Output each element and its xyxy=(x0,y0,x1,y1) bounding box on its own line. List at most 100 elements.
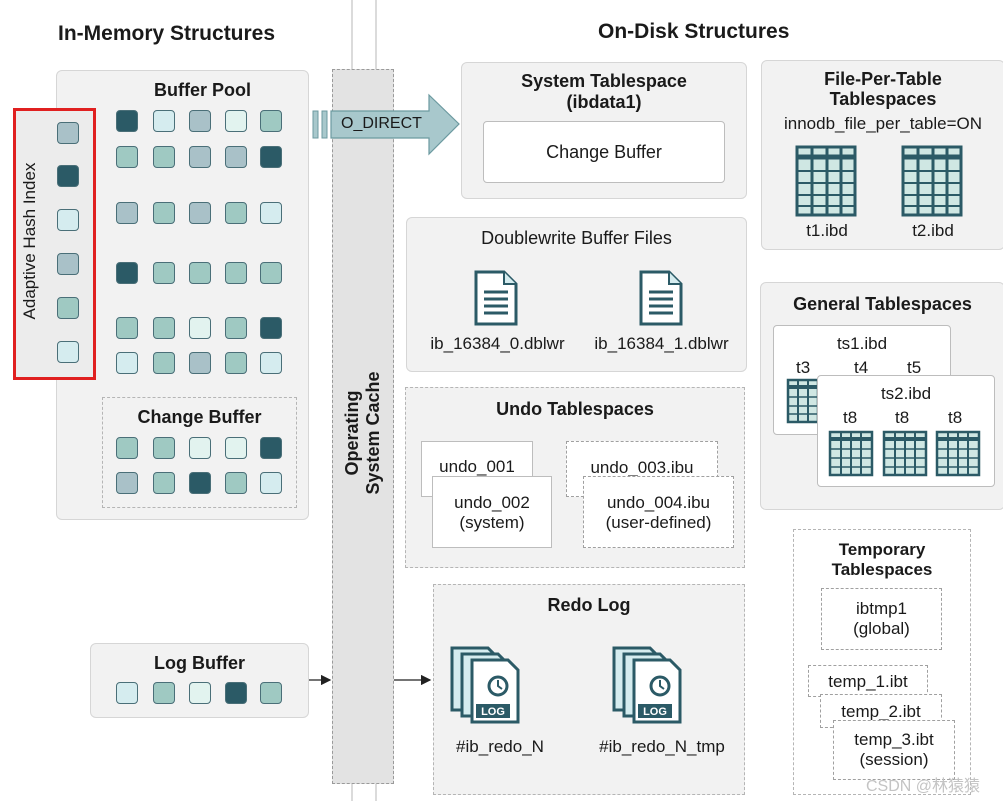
table-icon xyxy=(935,430,981,477)
hash-cell xyxy=(57,253,79,275)
system-tablespace-title: System Tablespace (ibdata1) xyxy=(462,71,746,113)
page-cell xyxy=(116,472,138,494)
temporary-tablespaces-title: Temporary Tablespaces xyxy=(794,540,970,580)
undo-002-box: undo_002 (system) xyxy=(432,476,552,548)
log-cell xyxy=(225,682,247,704)
hash-cell xyxy=(57,122,79,144)
page-cell xyxy=(116,110,138,132)
dblwr-file-1: ib_16384_0.dblwr xyxy=(430,334,565,353)
log-file-stack-icon xyxy=(612,646,682,724)
os-cache-panel xyxy=(332,69,394,784)
undo-004-type: (user-defined) xyxy=(605,513,712,532)
temp-1-box: temp_1.ibt xyxy=(808,665,928,697)
fpt-file-2: t2.ibd xyxy=(912,221,954,240)
log-cell xyxy=(153,682,175,704)
file-per-table-title-line2: Tablespaces xyxy=(829,89,937,109)
on-disk-header: On-Disk Structures xyxy=(598,20,790,43)
page-cell xyxy=(260,262,282,284)
undo-004-box: undo_004.ibu (user-defined) xyxy=(583,476,734,548)
doublewrite-title: Doublewrite Buffer Files xyxy=(481,228,672,248)
in-memory-header: In-Memory Structures xyxy=(58,22,276,45)
ibtmp1-name: ibtmp1 xyxy=(855,599,908,618)
log-file-stack-icon xyxy=(450,646,520,724)
page-cell xyxy=(189,262,211,284)
page-cell xyxy=(225,110,247,132)
change-buffer-mem-title: Change Buffer xyxy=(137,407,262,427)
hash-cell xyxy=(57,297,79,319)
page-cell xyxy=(225,352,247,374)
log-cell xyxy=(189,682,211,704)
redo-file-2: #ib_redo_N_tmp xyxy=(599,737,725,756)
redo-log-title: Redo Log xyxy=(547,595,631,615)
ts1-label: ts1.ibd xyxy=(836,334,888,353)
temp-3-box: temp_3.ibt (session) xyxy=(833,720,955,780)
file-per-table-setting: innodb_file_per_table=ON xyxy=(783,114,982,133)
page-cell xyxy=(153,437,175,459)
page-cell xyxy=(260,437,282,459)
o-direct-label: O_DIRECT xyxy=(341,115,422,132)
page-cell xyxy=(116,262,138,284)
page-cell xyxy=(153,202,175,224)
page-cell xyxy=(116,317,138,339)
page-cell xyxy=(116,202,138,224)
general-tablespaces-title: General Tablespaces xyxy=(793,294,972,314)
page-cell xyxy=(189,437,211,459)
page-cell xyxy=(153,110,175,132)
system-tablespace-title-line1: System Tablespace xyxy=(521,71,687,91)
file-per-table-title-line1: File-Per-Table xyxy=(824,69,942,89)
temp-3-scope: (session) xyxy=(859,750,929,769)
document-icon xyxy=(639,270,683,326)
undo-tablespaces-title: Undo Tablespaces xyxy=(496,399,654,419)
temporary-title-line2: Tablespaces xyxy=(831,560,933,579)
ts1-table-t5: t5 xyxy=(907,358,922,377)
page-cell xyxy=(189,146,211,168)
undo-002-type: (system) xyxy=(459,513,525,532)
page-cell xyxy=(116,146,138,168)
doublewrite-panel: Doublewrite Buffer Files xyxy=(406,217,747,372)
dblwr-file-2: ib_16384_1.dblwr xyxy=(594,334,729,353)
page-cell xyxy=(260,472,282,494)
page-cell xyxy=(189,352,211,374)
redo-log-badge-1: LOG xyxy=(481,706,505,718)
page-cell xyxy=(225,202,247,224)
table-icon xyxy=(828,430,874,477)
ts2-table-2: t8 xyxy=(895,408,910,427)
page-cell xyxy=(189,317,211,339)
system-change-buffer-box: Change Buffer xyxy=(483,121,725,183)
page-cell xyxy=(153,472,175,494)
page-cell xyxy=(153,352,175,374)
log-cell xyxy=(260,682,282,704)
page-cell xyxy=(225,262,247,284)
buffer-pool-title: Buffer Pool xyxy=(154,80,251,100)
table-icon xyxy=(786,378,820,424)
system-tablespace-panel: System Tablespace (ibdata1) Change Buffe… xyxy=(461,62,747,199)
page-cell xyxy=(260,202,282,224)
log-buffer-title: Log Buffer xyxy=(154,653,245,673)
page-cell xyxy=(260,317,282,339)
log-buffer-panel: Log Buffer xyxy=(90,643,309,718)
table-icon xyxy=(901,145,963,217)
page-cell xyxy=(260,352,282,374)
page-cell xyxy=(189,472,211,494)
system-tablespace-title-line2: (ibdata1) xyxy=(566,92,642,112)
hash-cell xyxy=(57,165,79,187)
fpt-file-1: t1.ibd xyxy=(806,221,848,240)
hash-cell xyxy=(57,341,79,363)
page-cell xyxy=(116,437,138,459)
ibtmp1-scope: (global) xyxy=(853,619,910,638)
ts2-table-3: t8 xyxy=(948,408,963,427)
page-cell xyxy=(260,110,282,132)
table-icon xyxy=(882,430,928,477)
page-cell xyxy=(225,437,247,459)
watermark: CSDN @林猿猿 xyxy=(866,778,981,795)
ts1-table-t3: t3 xyxy=(796,358,811,377)
table-icon xyxy=(795,145,857,217)
page-cell xyxy=(225,317,247,339)
page-cell xyxy=(189,110,211,132)
undo-004-name: undo_004.ibu xyxy=(606,493,711,512)
